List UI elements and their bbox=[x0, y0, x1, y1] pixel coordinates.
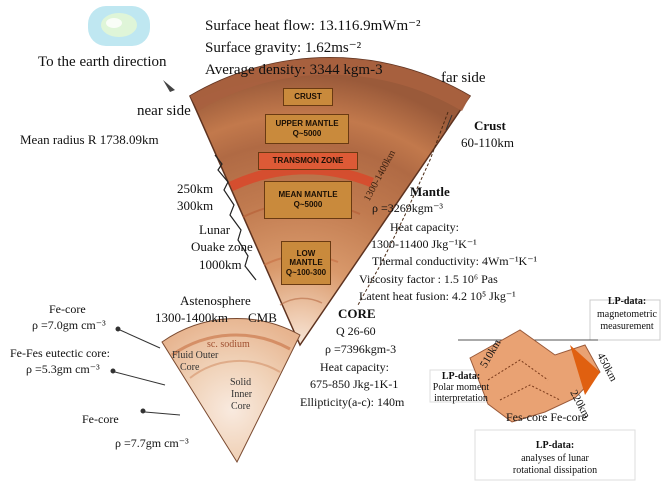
core-model-pointers bbox=[110, 326, 181, 416]
layer-low-mantle-label-1: LOW bbox=[296, 248, 316, 258]
solid-inner-core-line3: Core bbox=[231, 401, 251, 412]
mantle-thermal-conductivity: Thermal conductivity: 4Wm⁻¹K⁻¹ bbox=[372, 254, 538, 268]
mantle-heat-capacity-value: 1300-11400 Jkg⁻¹K⁻¹ bbox=[371, 237, 477, 251]
lp-dissipation-title: LP-data: bbox=[535, 440, 575, 451]
crust-range: 60-110km bbox=[461, 135, 514, 150]
layer-low-mantle-q: Q~100-300 bbox=[285, 267, 327, 277]
mantle-viscosity: Viscosity factor : 1.5 10⁶ Pas bbox=[359, 272, 498, 286]
fe-core-1-density: ρ =7.0gm cm⁻³ bbox=[32, 318, 106, 332]
mantle-title: Mantle bbox=[410, 184, 450, 199]
core-heat-capacity-value: 675-850 Jkg-1K-1 bbox=[310, 377, 399, 391]
lp-polar-title: LP-data: bbox=[441, 371, 481, 382]
lp-data-panels bbox=[429, 299, 661, 481]
lp-magnetometric-title: LP-data: bbox=[607, 296, 647, 307]
depth-250km: 250km bbox=[177, 181, 214, 196]
solid-inner-core-line1: Solid bbox=[230, 377, 252, 388]
layer-mean-mantle-q: Q~5000 bbox=[293, 200, 323, 209]
layer-crust-label: CRUST bbox=[294, 92, 322, 102]
core-title: CORE bbox=[338, 306, 376, 321]
layer-low-mantle-label-2: MANTLE bbox=[289, 258, 323, 268]
lp-dissipation-line1: analyses of lunar bbox=[521, 453, 589, 464]
earth-direction-arrow-icon bbox=[163, 80, 175, 92]
crust-title: Crust bbox=[474, 118, 506, 133]
layer-upper-mantle: UPPER MANTLE Q~5000 bbox=[265, 114, 349, 144]
lp-magnetometric-line2: measurement bbox=[600, 321, 654, 332]
layer-transmon-zone: TRANSMON ZONE bbox=[258, 152, 358, 170]
layer-upper-mantle-label: UPPER MANTLE bbox=[275, 119, 339, 129]
layer-low-mantle: LOW MANTLE Q~100-300 bbox=[281, 241, 331, 285]
layer-upper-mantle-q: Q~5000 bbox=[292, 129, 322, 138]
fe-core-2-label: Fe-core bbox=[82, 412, 119, 426]
core-detail-wedge bbox=[161, 318, 301, 464]
fluid-outer-core-line2: Core bbox=[180, 362, 200, 373]
core-detail-top-label: sc. sodium bbox=[207, 339, 250, 350]
surface-heat-flow: Surface heat flow: 13.116.9mWm⁻² bbox=[205, 18, 421, 34]
mantle-density: ρ =3269kgm⁻³ bbox=[372, 201, 444, 215]
moon-thumbnail-icon bbox=[88, 6, 150, 46]
layer-crust: CRUST bbox=[283, 88, 333, 106]
layer-mean-mantle: MEAN MANTLE Q~5000 bbox=[264, 181, 352, 219]
core-heat-capacity-label: Heat capacity: bbox=[320, 360, 389, 374]
depth-1000km: 1000km bbox=[199, 257, 242, 272]
solid-inner-core-line2: Inner bbox=[231, 389, 253, 400]
lunar-quake-line2: Ouake zone bbox=[191, 239, 253, 254]
earth-direction-label: To the earth direction bbox=[38, 54, 167, 70]
lp-polar-line1: Polar moment bbox=[432, 382, 490, 393]
near-side-label: near side bbox=[137, 103, 191, 119]
astenosphere-label: Astenosphere bbox=[180, 293, 251, 308]
mean-radius: Mean radius R 1738.09km bbox=[20, 132, 159, 147]
layer-mean-mantle-label: MEAN MANTLE bbox=[278, 190, 338, 200]
mantle-latent-heat: Latent heat fusion: 4.2 10⁵ Jkg⁻¹ bbox=[359, 289, 516, 303]
depth-1300-1400km: 1300-1400km bbox=[155, 310, 228, 325]
average-density: Average density: 3344 kgm-3 bbox=[205, 62, 383, 78]
cmb-label: CMB bbox=[248, 310, 277, 325]
fluid-outer-core-line1: Fluid Outer bbox=[172, 350, 219, 361]
fe-core-1-label: Fe-core bbox=[49, 302, 86, 316]
lp-polar-line2: interpretation bbox=[434, 393, 488, 404]
fes-eutectic-label: Fe-Fes eutectic core: bbox=[10, 346, 110, 360]
mantle-heat-capacity-label: Heat capacity: bbox=[390, 220, 459, 234]
depth-300km: 300km bbox=[177, 198, 214, 213]
surface-gravity: Surface gravity: 1.62ms⁻² bbox=[205, 40, 362, 56]
lp-dissipation-line2: rotational dissipation bbox=[512, 465, 598, 476]
lp-magnetometric-line1: magnetometric bbox=[597, 309, 657, 320]
core-density: ρ =7396kgm-3 bbox=[325, 342, 397, 356]
core-q: Q 26-60 bbox=[336, 324, 376, 338]
fe-core-2-density: ρ =7.7gm cm⁻³ bbox=[115, 436, 189, 450]
fes-eutectic-density: ρ =5.3gm cm⁻³ bbox=[26, 362, 100, 376]
core-ellipticity: Ellipticity(a-c): 140m bbox=[300, 395, 405, 409]
far-side-label: far side bbox=[441, 70, 486, 86]
layer-transmon-label: TRANSMON ZONE bbox=[272, 156, 344, 166]
fes-fe-core-caption: Fes-core Fe-core bbox=[506, 410, 587, 424]
lunar-quake-line1: Lunar bbox=[199, 222, 231, 237]
